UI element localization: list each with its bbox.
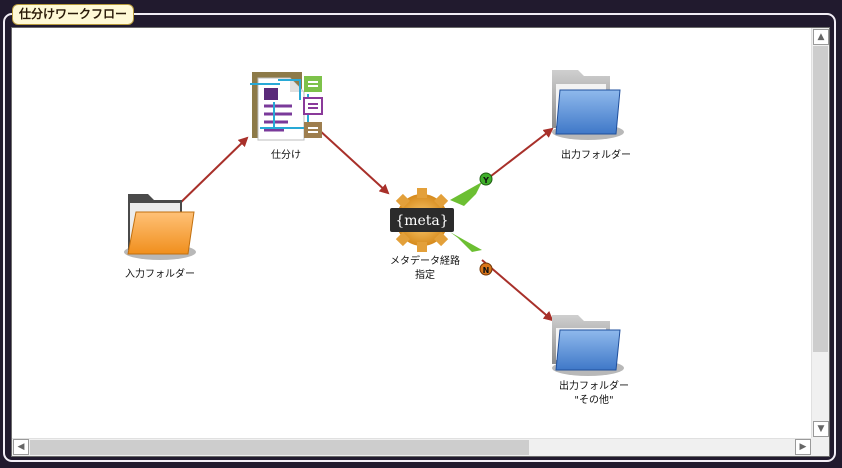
horizontal-scroll-thumb[interactable] [30,440,529,455]
branch-no-label: N [483,266,490,275]
connector-meta-to-output[interactable] [481,127,554,184]
workflow-frame [3,13,836,462]
connector-sort-to-meta[interactable] [317,128,390,195]
input-folder-icon[interactable] [124,194,196,260]
workflow-canvas[interactable]: {meta} Y N [11,27,830,457]
meta-badge-text: {meta} [395,213,448,229]
horizontal-scrollbar[interactable]: ◀ ▶ [12,438,812,456]
sort-document-icon[interactable] [250,72,323,141]
output-folder-icon[interactable] [552,70,624,140]
output-other-label-line1: 出力フォルダー [559,381,629,392]
connector-meta-to-other[interactable] [481,259,554,322]
panel-title: 仕分けワークフロー [12,4,135,25]
vertical-scrollbar[interactable]: ▲ ▼ [811,28,829,438]
branch-yes-label: Y [482,176,489,185]
output-folder-label: 出力フォルダー [561,150,631,161]
scrollbar-corner [811,438,829,456]
metadata-route-label-line2: 指定 [415,270,435,281]
sort-label: 仕分け [271,150,301,161]
branch-yes-badge[interactable]: Y [479,172,493,186]
output-other-folder-icon[interactable] [552,315,624,376]
output-other-label-line2: "その他" [574,395,614,406]
metadata-route-label-line1: メタデータ経路 [390,256,460,267]
metadata-route-icon[interactable]: {meta} [390,182,482,252]
scroll-right-button[interactable]: ▶ [795,439,811,455]
scroll-up-button[interactable]: ▲ [813,29,829,45]
connector-input-to-sort[interactable] [174,136,249,209]
workflow-stage[interactable]: {meta} Y N [12,28,812,438]
vertical-scroll-thumb[interactable] [813,46,828,352]
input-folder-label: 入力フォルダー [125,269,195,280]
workflow-graph: {meta} Y N [124,70,624,376]
scroll-left-button[interactable]: ◀ [13,439,29,455]
branch-no-badge[interactable]: N [479,262,493,276]
scroll-down-button[interactable]: ▼ [813,421,829,437]
